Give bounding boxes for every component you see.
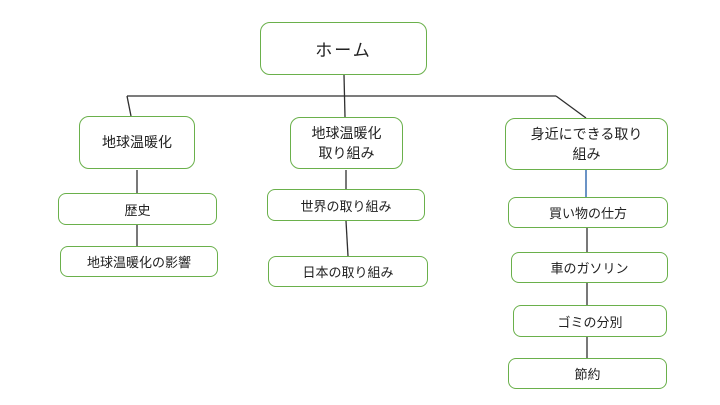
- node-home-label: ホーム: [315, 41, 372, 60]
- edge-to-everyday-initiatives: [555, 95, 587, 119]
- node-history-label: 歴史: [124, 202, 151, 218]
- node-saving[interactable]: 節約: [508, 358, 667, 389]
- node-warming-effects[interactable]: 地球温暖化の影響: [60, 246, 218, 277]
- node-japan-initiatives-label: 日本の取り組み: [302, 265, 394, 280]
- node-waste-sorting-label: ゴミの分別: [557, 314, 623, 330]
- edge-home-warming-initiatives: [343, 74, 346, 118]
- node-world-initiatives[interactable]: 世界の取り組み: [267, 189, 425, 221]
- node-world-initiatives-label: 世界の取り組み: [300, 198, 392, 214]
- node-saving-label: 節約: [574, 367, 601, 382]
- node-car-gasoline-label: 車のガソリン: [550, 261, 629, 276]
- node-warming-effects-label: 地球温暖化の影響: [86, 255, 191, 270]
- node-warming-initiatives-label: 地球温暖化 取り組み: [311, 124, 382, 161]
- node-waste-sorting[interactable]: ゴミの分別: [513, 305, 667, 337]
- edge-to-global-warming: [126, 95, 132, 117]
- node-car-gasoline[interactable]: 車のガソリン: [511, 252, 668, 283]
- node-warming-initiatives[interactable]: 地球温暖化 取り組み: [290, 117, 403, 169]
- node-japan-initiatives[interactable]: 日本の取り組み: [268, 256, 428, 287]
- node-history[interactable]: 歴史: [58, 193, 217, 225]
- node-everyday-initiatives-label: 身近にできる取り 組み: [530, 125, 643, 162]
- node-global-warming[interactable]: 地球温暖化: [79, 116, 195, 169]
- node-everyday-initiatives[interactable]: 身近にできる取り 組み: [505, 118, 668, 170]
- node-home[interactable]: ホーム: [260, 22, 427, 75]
- node-shopping-label: 買い物の仕方: [548, 206, 627, 221]
- edge-world-japan: [345, 220, 349, 257]
- node-shopping[interactable]: 買い物の仕方: [508, 197, 668, 228]
- node-global-warming-label: 地球温暖化: [102, 134, 172, 151]
